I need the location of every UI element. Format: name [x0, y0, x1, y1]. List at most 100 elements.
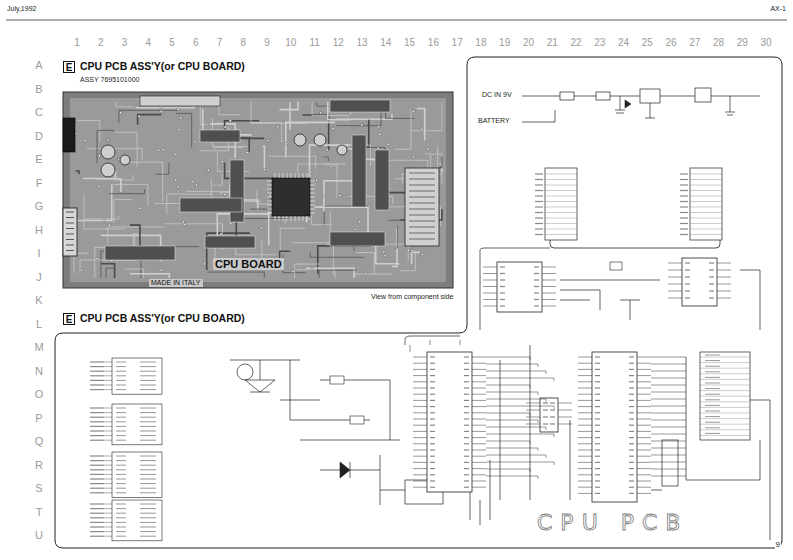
pin-mark: [595, 468, 600, 469]
pin-mark: [685, 283, 690, 284]
copper-trace: [324, 206, 368, 226]
pin-line: [104, 440, 112, 441]
solder-pad: [138, 115, 141, 118]
copper-trace: [156, 163, 169, 174]
bus-line: [538, 448, 539, 451]
pin-line: [668, 298, 682, 299]
solder-pad: [269, 194, 272, 197]
solder-pad: [339, 194, 342, 197]
pin-mark: [543, 423, 548, 424]
chip-pin: [291, 173, 292, 178]
pin-line: [483, 280, 497, 281]
wire: [550, 240, 720, 248]
solder-pad: [246, 151, 249, 154]
table-row: [700, 379, 750, 380]
grid-letter: D: [34, 130, 44, 142]
dip-chip: [180, 198, 242, 212]
pin-mark: [116, 380, 126, 381]
pin-mark: [430, 356, 435, 357]
solder-pad: [108, 224, 111, 227]
connector-symbol: [662, 440, 678, 486]
pin-line: [578, 425, 592, 426]
pin-mark: [535, 206, 543, 207]
table-row: [545, 212, 577, 213]
chip-pin: [267, 205, 272, 206]
grid-number: 13: [356, 37, 369, 48]
pin-line: [578, 363, 592, 364]
pin-mark: [680, 212, 688, 213]
pin-line: [472, 437, 486, 438]
table-row: [545, 190, 577, 191]
pin-mark: [535, 234, 543, 235]
pin-mark: [116, 531, 126, 532]
pin-mark: [140, 531, 156, 532]
solder-pad: [309, 171, 312, 174]
board-text: CPU BOARD: [213, 258, 284, 270]
date-text: July,1992: [6, 5, 37, 13]
table-row: [690, 185, 722, 186]
pin-mark: [709, 276, 714, 277]
pin-mark: [629, 418, 634, 419]
pin-mark: [140, 366, 156, 367]
pin-mark: [116, 456, 126, 457]
pin-mark: [430, 369, 435, 370]
pin-mark: [629, 480, 634, 481]
dip-chip: [352, 135, 366, 207]
pin-mark: [90, 469, 104, 470]
grid-number: 19: [498, 37, 511, 48]
wire: [560, 270, 760, 330]
copper-trace: [212, 174, 222, 185]
chip-pin: [283, 216, 284, 221]
copper-trace: [439, 156, 442, 167]
solder-pad: [421, 253, 424, 256]
wire: [522, 122, 555, 123]
copper-trace: [250, 123, 282, 143]
table-row: [700, 396, 750, 397]
pin-line: [483, 286, 497, 287]
pin-mark: [705, 360, 720, 361]
pin-mark: [629, 456, 634, 457]
table-row: [700, 362, 750, 363]
pin-mark: [140, 508, 156, 509]
pin-mark: [595, 431, 600, 432]
pin-line: [526, 424, 540, 425]
pin-line: [483, 267, 497, 268]
pin-line: [413, 419, 427, 420]
pin-mark: [705, 416, 720, 417]
connector-table: [690, 168, 722, 240]
bus-line: [546, 371, 547, 374]
pin-line: [472, 363, 486, 364]
copper-trace: [394, 110, 411, 149]
chip-pin: [310, 193, 315, 194]
solder-pad: [162, 148, 165, 151]
pin-mark: [535, 228, 543, 229]
pin-mark: [629, 363, 634, 364]
pin-mark: [90, 465, 104, 466]
solder-pad: [195, 184, 198, 187]
pin-line: [413, 437, 427, 438]
pin-mark: [500, 305, 505, 306]
copper-trace: [75, 184, 112, 220]
pin-mark: [116, 431, 126, 432]
bus-line: [554, 378, 555, 381]
pin-mark: [116, 440, 126, 441]
solder-pad: [207, 169, 210, 172]
grid-letter: J: [35, 271, 43, 283]
pin-line: [578, 481, 592, 482]
pin-mark: [90, 478, 104, 479]
solder-pad: [177, 128, 180, 131]
copper-trace: [286, 122, 335, 157]
pin-mark: [629, 462, 634, 463]
dip-chip: [330, 232, 385, 246]
table-row: [690, 212, 722, 213]
pin-mark: [430, 480, 435, 481]
grid-number: 28: [712, 37, 725, 48]
grid-letter: P: [34, 412, 43, 424]
bus-line: [486, 413, 530, 414]
bus-line: [486, 371, 546, 372]
pin-mark: [140, 517, 156, 518]
pin-line: [637, 468, 651, 469]
copper-trace: [207, 272, 264, 278]
pin-mark: [680, 234, 688, 235]
copper-trace: [354, 274, 392, 278]
